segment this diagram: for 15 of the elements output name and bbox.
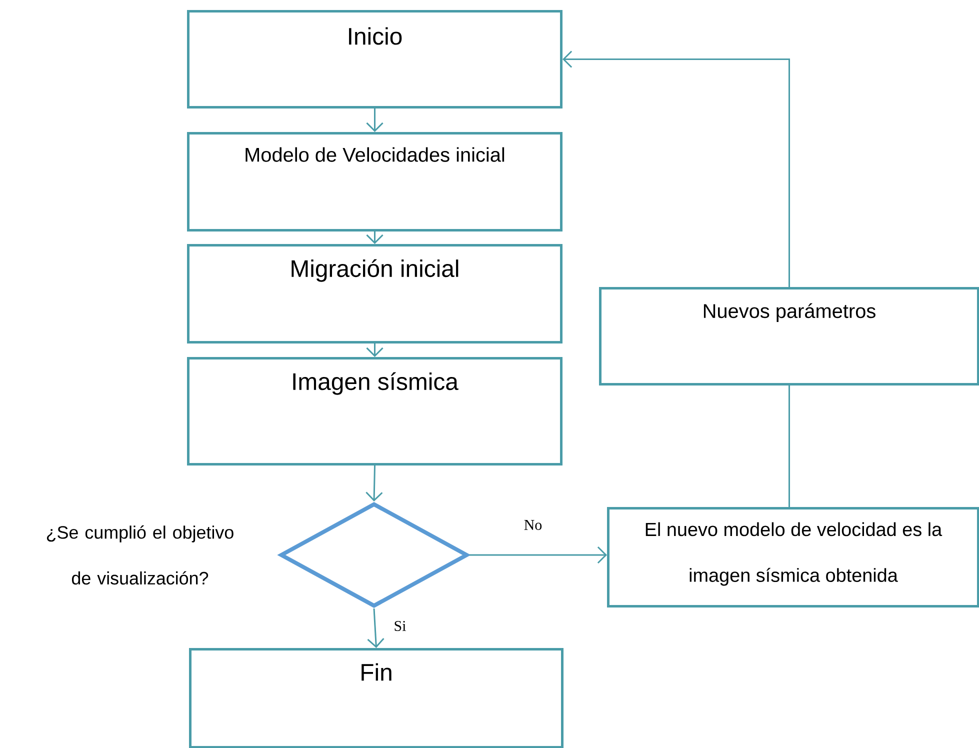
process-box: Migración inicial [187, 244, 562, 344]
arrow [470, 546, 607, 564]
edge-label: Si [392, 620, 408, 632]
process-box: Fin [189, 648, 564, 748]
process-box: Inicio [187, 10, 562, 108]
arrow [562, 50, 790, 287]
arrow [366, 108, 384, 132]
process-box: Imagen sísmica [187, 357, 562, 466]
process-box: Nuevos parámetros [599, 287, 979, 386]
process-box: El nuevo modelo de velocidad es la imagen sísmica obtenida [607, 507, 979, 608]
question-text: ¿Se cumplió el objetivo de visualización? [46, 525, 234, 585]
arrow [367, 608, 384, 648]
edge-label: No [522, 519, 544, 531]
arrow [366, 465, 383, 502]
process-box: Modelo de Velocidades inicial [187, 132, 562, 232]
